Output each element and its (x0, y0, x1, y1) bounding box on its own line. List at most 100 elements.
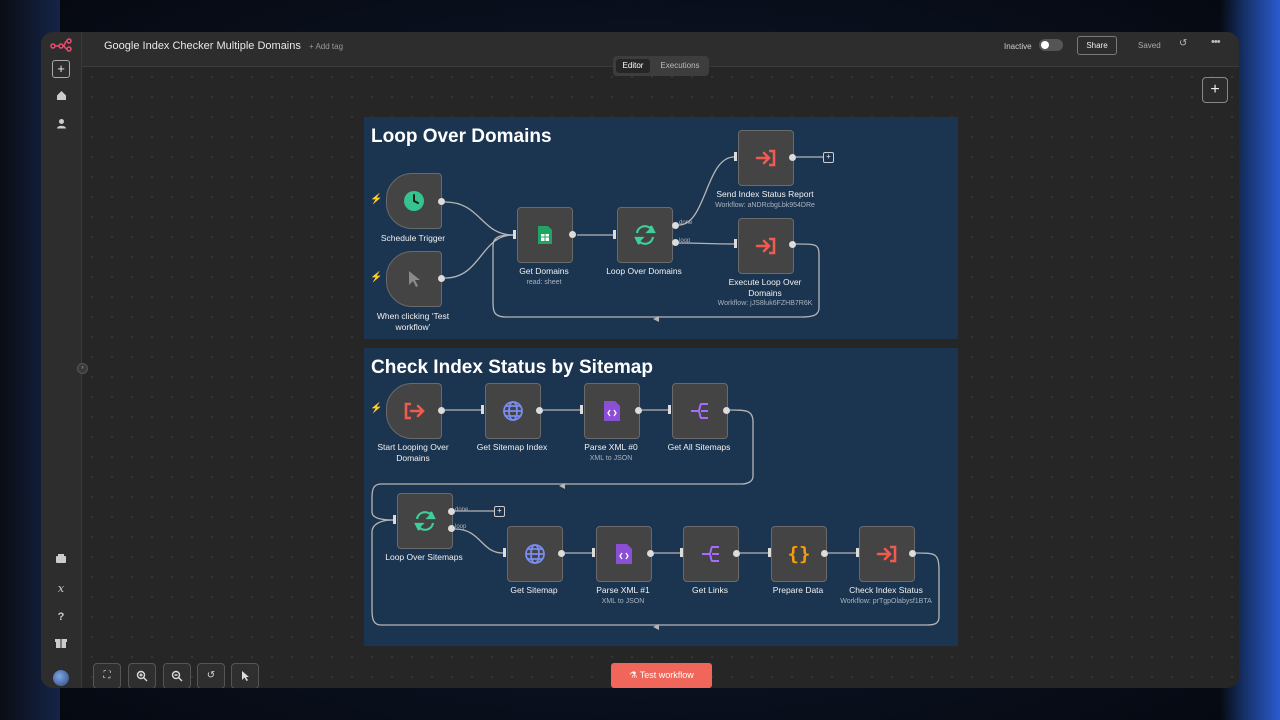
globe-icon (503, 401, 523, 421)
port-out-done[interactable] (672, 222, 679, 229)
user-icon[interactable] (52, 117, 70, 135)
port-out[interactable] (647, 550, 654, 557)
sign-in-icon (755, 149, 776, 167)
node-label: Get All Sitemaps (667, 442, 731, 452)
view-tabs: Editor Executions (613, 56, 709, 76)
node-subtitle: Workflow: jJS8luk6FZHB7R6K (717, 300, 813, 307)
node-start-looping-over-domains[interactable] (386, 383, 442, 439)
group-check-index-status[interactable]: Check Index Status by Sitemap (364, 348, 958, 646)
port-in[interactable] (513, 230, 516, 239)
saved-status: Saved (1138, 41, 1161, 50)
gift-icon[interactable] (52, 636, 70, 654)
sidebar: + x ? (41, 32, 82, 688)
loop-icon (414, 511, 436, 531)
port-out[interactable] (723, 407, 730, 414)
history-icon[interactable]: ↺ (1179, 38, 1188, 49)
node-loop-over-sitemaps[interactable] (397, 493, 453, 549)
node-label: When clicking ‘Test workflow’ (376, 311, 450, 332)
port-out[interactable] (438, 275, 445, 282)
node-execute-loop-over-domains[interactable] (738, 218, 794, 274)
port-out[interactable] (821, 550, 828, 557)
branch-label: done (455, 507, 469, 513)
port-in[interactable] (580, 405, 583, 414)
node-parse-xml-1[interactable] (596, 526, 652, 582)
node-get-domains[interactable] (517, 207, 573, 263)
port-out-done[interactable] (448, 508, 455, 515)
node-send-index-status-report[interactable] (738, 130, 794, 186)
globe-icon (525, 544, 545, 564)
port-out-loop[interactable] (672, 239, 679, 246)
node-label: Prepare Data (772, 585, 824, 595)
port-in[interactable] (503, 548, 506, 557)
port-out[interactable] (569, 231, 576, 238)
fit-view-icon[interactable]: ⛶ (93, 663, 121, 688)
port-in[interactable] (734, 152, 737, 161)
reset-zoom-icon[interactable]: ↺ (197, 663, 225, 688)
avatar[interactable] (53, 670, 69, 686)
templates-icon[interactable] (52, 552, 70, 570)
port-in[interactable] (856, 548, 859, 557)
create-button[interactable]: + (52, 60, 70, 78)
home-icon[interactable] (52, 89, 70, 107)
port-in[interactable] (613, 230, 616, 239)
add-node-button[interactable]: + (823, 152, 834, 163)
node-get-sitemap-index[interactable] (485, 383, 541, 439)
port-in[interactable] (393, 515, 396, 524)
add-node-button[interactable]: + (494, 506, 505, 517)
test-workflow-button[interactable]: ⚗ Test workflow (611, 663, 712, 688)
node-subtitle: XML to JSON (589, 455, 633, 462)
add-tag-button[interactable]: + Add tag (309, 42, 344, 51)
sign-in-icon (755, 237, 776, 255)
workflow-title[interactable]: Google Index Checker Multiple Domains (104, 40, 301, 52)
sidebar-collapse-icon[interactable]: › (77, 363, 88, 374)
node-parse-xml-0[interactable] (584, 383, 640, 439)
active-status-label: Inactive (1004, 42, 1032, 51)
port-out[interactable] (789, 154, 796, 161)
test-workflow-label: Test workflow (639, 670, 694, 680)
port-in[interactable] (481, 405, 484, 414)
sign-out-icon (404, 402, 425, 420)
tab-executions[interactable]: Executions (660, 61, 700, 70)
braces-icon: {} (787, 543, 811, 565)
node-manual-trigger[interactable] (386, 251, 442, 307)
trigger-bolt-icon: ⚡ (370, 403, 383, 414)
app-window: Loop Over Domains Check Index Status by … (41, 32, 1239, 688)
node-subtitle: read: sheet (526, 279, 562, 286)
node-label: Parse XML #1 (596, 585, 650, 595)
add-node-button[interactable]: + (1202, 77, 1228, 103)
port-out[interactable] (558, 550, 565, 557)
port-in[interactable] (680, 548, 683, 557)
port-in[interactable] (668, 405, 671, 414)
group-title: Loop Over Domains (371, 126, 552, 147)
active-toggle[interactable] (1039, 39, 1063, 51)
loop-icon (634, 225, 656, 245)
port-out[interactable] (909, 550, 916, 557)
port-out[interactable] (635, 407, 642, 414)
node-prepare-data[interactable]: {} (771, 526, 827, 582)
node-schedule-trigger[interactable] (386, 173, 442, 229)
port-out[interactable] (789, 241, 796, 248)
variables-icon[interactable]: x (57, 582, 65, 595)
port-out[interactable] (438, 407, 445, 414)
port-out[interactable] (438, 198, 445, 205)
zoom-out-icon[interactable] (163, 663, 191, 688)
zoom-in-icon[interactable] (128, 663, 156, 688)
cursor-mode-icon[interactable] (231, 663, 259, 688)
port-in[interactable] (592, 548, 595, 557)
node-label: Execute Loop Over Domains (728, 277, 802, 298)
help-icon[interactable]: ? (57, 611, 65, 623)
share-button[interactable]: Share (1077, 36, 1117, 55)
node-loop-over-domains[interactable] (617, 207, 673, 263)
port-in[interactable] (734, 239, 737, 248)
node-get-all-sitemaps[interactable] (672, 383, 728, 439)
port-out-loop[interactable] (448, 525, 455, 532)
more-options-icon[interactable]: ••• (1211, 36, 1221, 48)
port-in[interactable] (768, 548, 771, 557)
tab-editor[interactable]: Editor (616, 59, 650, 73)
n8n-logo-icon[interactable] (50, 38, 74, 52)
port-out[interactable] (733, 550, 740, 557)
node-check-index-status[interactable] (859, 526, 915, 582)
node-get-sitemap[interactable] (507, 526, 563, 582)
node-get-links[interactable] (683, 526, 739, 582)
port-out[interactable] (536, 407, 543, 414)
